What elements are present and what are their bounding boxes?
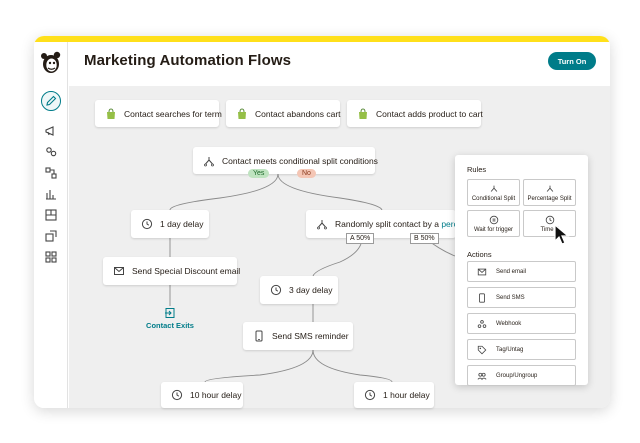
split-label: Contact meets conditional split conditio…	[222, 155, 378, 166]
trigger-label: Contact searches for term	[124, 108, 222, 119]
percent-tag-a: A 50%	[346, 233, 375, 244]
delay-label: 1 hour delay	[383, 390, 430, 400]
action-group-ungroup[interactable]: Group/Ungroup	[467, 365, 576, 386]
split-icon	[204, 156, 214, 166]
rules-heading: Rules	[467, 165, 487, 174]
split-icon	[546, 185, 553, 192]
delay-label: 10 hour delay	[190, 390, 242, 400]
delay-node-1-day[interactable]: 1 day delay	[131, 210, 209, 238]
trigger-node-search[interactable]: Contact searches for term	[95, 100, 222, 127]
action-label: Group/Ungroup	[496, 372, 538, 379]
mouse-cursor-icon	[554, 224, 570, 245]
delay-node-1-hour[interactable]: 1 hour delay	[354, 382, 434, 408]
delay-label: 1 day delay	[160, 219, 204, 229]
random-split-label: Randomly split contact by a	[335, 219, 439, 229]
tag-icon	[477, 345, 487, 354]
email-icon	[477, 268, 487, 275]
delay-node-3-day[interactable]: 3 day delay	[260, 276, 338, 304]
clock-icon	[141, 218, 153, 230]
action-label: Tag/Untag	[496, 346, 524, 353]
exit-icon	[165, 308, 175, 318]
split-icon	[490, 185, 497, 192]
shopify-bag-icon	[238, 107, 246, 119]
page-title: Marketing Automation Flows	[84, 52, 292, 69]
mailchimp-logo-icon	[41, 51, 61, 73]
random-split-label-tail: percen	[441, 219, 456, 229]
percent-tag-b: B 50%	[410, 233, 439, 244]
rule-label: Conditional Split	[471, 196, 516, 202]
brand-accent-bar	[34, 36, 610, 42]
action-send-email[interactable]: Send email	[467, 261, 576, 282]
group-icon	[477, 372, 487, 380]
audience-icon[interactable]	[44, 145, 58, 159]
megaphone-icon[interactable]	[44, 124, 58, 138]
clock-icon	[171, 389, 183, 401]
phone-icon	[255, 330, 263, 342]
action-tag-untag[interactable]: Tag/Untag	[467, 339, 576, 360]
clock-icon	[270, 284, 282, 296]
action-label: Send email	[496, 268, 527, 275]
action-label: Webhook	[496, 320, 522, 327]
exit-label: Contact Exits	[146, 321, 194, 330]
rule-label: Percentage Split	[527, 196, 572, 202]
integrations-icon[interactable]	[44, 229, 58, 243]
email-icon	[114, 267, 124, 275]
delay-node-10-hour[interactable]: 10 hour delay	[161, 382, 243, 408]
shopify-bag-icon	[359, 107, 367, 119]
page-header: Marketing Automation Flows Turn On	[68, 42, 610, 86]
action-send-sms[interactable]: Send SMS	[467, 287, 576, 308]
grid-icon[interactable]	[44, 250, 58, 264]
webhook-icon	[477, 319, 487, 328]
trigger-node-add-to-cart[interactable]: Contact adds product to cart	[347, 100, 483, 127]
rule-label: Wait for trigger	[473, 227, 514, 233]
trigger-label: Contact adds product to cart	[376, 108, 483, 119]
send-email-node[interactable]: Send Special Discount email	[103, 257, 241, 285]
rule-label: Time d	[540, 227, 559, 233]
clock-icon	[364, 389, 376, 401]
rule-conditional-split[interactable]: Conditional Split	[467, 179, 520, 206]
shopify-bag-icon	[107, 107, 115, 119]
actions-heading: Actions	[467, 250, 492, 259]
pause-icon	[489, 215, 498, 225]
conditional-split-node[interactable]: Contact meets conditional split conditio…	[193, 147, 378, 174]
sms-label: Send SMS reminder	[272, 331, 349, 341]
rule-time-delay[interactable]: Time d	[523, 210, 576, 237]
action-label: Send SMS	[496, 294, 525, 301]
trigger-node-abandon-cart[interactable]: Contact abandons cart	[226, 100, 341, 127]
email-label: Send Special Discount email	[132, 266, 241, 276]
sidebar	[34, 42, 68, 408]
split-icon	[317, 220, 327, 230]
phone-icon	[479, 292, 485, 303]
action-webhook[interactable]: Webhook	[467, 313, 576, 334]
content-icon[interactable]	[44, 208, 58, 222]
chart-icon[interactable]	[44, 187, 58, 201]
contact-exits: Contact Exits	[138, 307, 202, 330]
delay-label: 3 day delay	[289, 285, 333, 295]
clock-icon	[545, 215, 554, 225]
no-branch-tag: No	[297, 169, 316, 178]
components-panel: Rules Conditional Split Percentage Split…	[455, 155, 588, 386]
turn-on-button[interactable]: Turn On	[548, 52, 596, 70]
automations-icon[interactable]	[44, 166, 58, 180]
send-sms-node[interactable]: Send SMS reminder	[243, 322, 353, 350]
trigger-label: Contact abandons cart	[255, 108, 341, 119]
rule-percentage-split[interactable]: Percentage Split	[523, 179, 576, 206]
rule-wait-for-trigger[interactable]: Wait for trigger	[467, 210, 520, 237]
yes-branch-tag: Yes	[248, 169, 270, 178]
sidebar-item-create-active[interactable]	[41, 91, 61, 111]
pencil-icon	[46, 95, 57, 106]
